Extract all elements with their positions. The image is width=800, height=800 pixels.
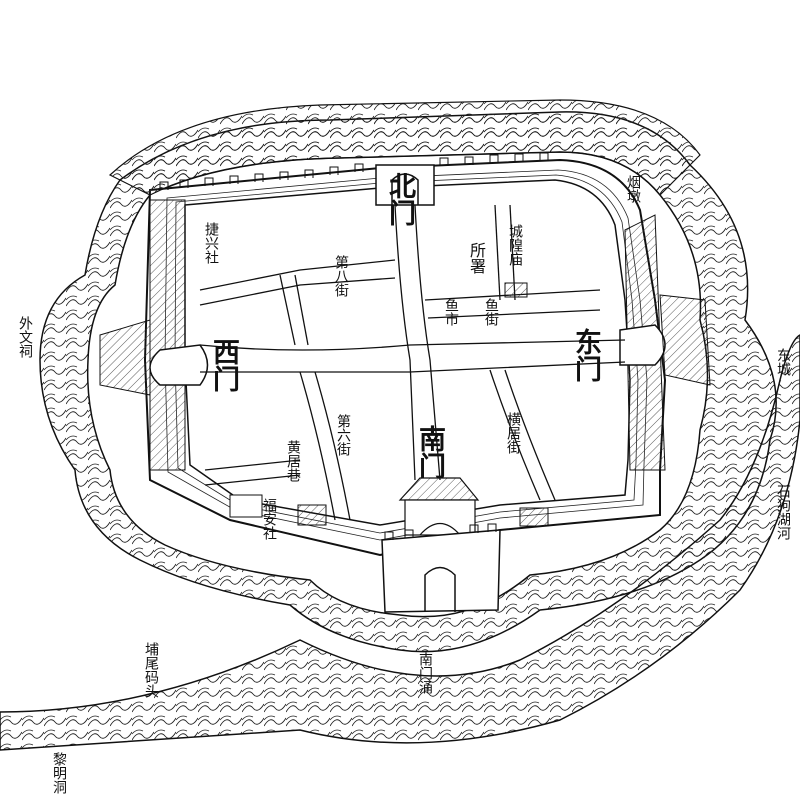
shigou-lake-river-label: 石狗湖河 [775,484,791,540]
liming-dong-label: 黎明洞 [51,752,67,794]
suoshu-label: 所署 [467,242,486,274]
hengju-street-label: 横居街 [505,412,521,454]
river [0,334,800,751]
north-gate-label: 北门 [384,172,415,226]
north-gate-tower [375,164,435,206]
nanmen-chong-label: 南门涌 [417,652,433,694]
fish-market-label: 鱼市 [443,298,459,326]
west-gate-barbican [149,344,209,386]
chenghuang-temple-label: 城隍庙 [507,224,523,266]
west-gate-label: 西门 [208,338,239,392]
dong-cheng-label: 东城 [775,348,791,376]
fuan-she-label: 福安社 [261,498,277,540]
yan-dun-label: 烟墩 [625,175,641,203]
south-barbican [381,529,501,613]
huangju-lane-label: 黄居巷 [285,440,301,482]
city-wall-inner [184,179,631,526]
bu-wei-pier-label: 埔尾码头 [143,642,159,698]
fuan-building [297,504,327,526]
eighth-street-label: 第八街 [333,255,349,297]
jiexing-she-label: 捷兴社 [203,222,219,264]
wai-wen-ci-label: 外文祠 [17,316,33,358]
south-gate-label: 南门 [414,425,445,479]
east-gate-barbican [619,324,666,366]
sixth-street-label: 第六街 [335,414,351,456]
east-gate-label: 东门 [570,328,601,382]
streets [199,204,626,521]
fish-street-label: 鱼街 [483,298,499,326]
chenghuang-temple-building [504,282,528,298]
